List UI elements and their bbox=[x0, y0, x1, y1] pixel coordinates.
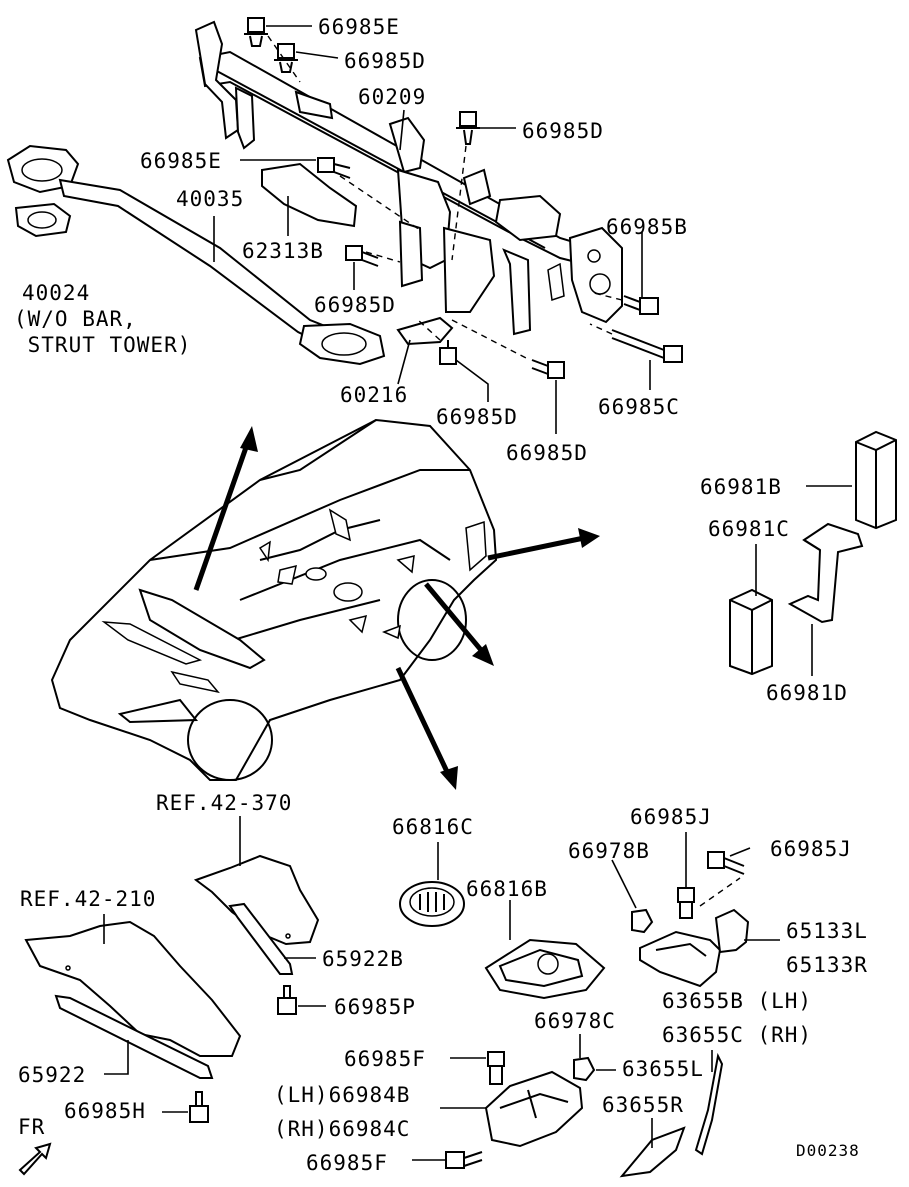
reinforcement-beam-60209 bbox=[194, 20, 623, 336]
label-60216: 60216 bbox=[340, 383, 409, 407]
label-66816C: 66816C bbox=[392, 815, 474, 839]
label-66985B: 66985B bbox=[606, 215, 688, 239]
label-66985D-low2: 66985D bbox=[506, 441, 588, 465]
undercover-ref-42-210 bbox=[24, 920, 242, 1057]
bolt-66985D-low2 bbox=[531, 359, 565, 379]
bolt-66985D-right bbox=[456, 111, 480, 145]
label-63655R: 63655R bbox=[602, 1093, 684, 1117]
bolt-66985J-top bbox=[677, 887, 695, 919]
label-66985J-right: 66985J bbox=[770, 837, 852, 861]
undercover-ref-42-370 bbox=[193, 854, 320, 946]
plug-66816C bbox=[399, 881, 465, 927]
label-40024-note-line2: STRUT TOWER) bbox=[14, 333, 192, 357]
label-66984B: (LH)66984B bbox=[274, 1083, 411, 1107]
brace-65922 bbox=[54, 994, 214, 1079]
label-ref-42-210: REF.42-210 bbox=[20, 887, 157, 911]
nut-66978C bbox=[573, 1056, 596, 1082]
label-65133R: 65133R bbox=[786, 953, 868, 977]
label-front-direction: FR bbox=[18, 1115, 46, 1139]
label-66984C: (RH)66984C bbox=[274, 1117, 411, 1141]
label-65922B: 65922B bbox=[322, 947, 404, 971]
label-66985D-top: 66985D bbox=[344, 49, 426, 73]
plug-66816B bbox=[484, 938, 606, 1000]
label-66985F-bottom: 66985F bbox=[306, 1151, 388, 1175]
car-body-outline bbox=[50, 418, 498, 781]
label-66981B: 66981B bbox=[700, 475, 782, 499]
label-66985H: 66985H bbox=[64, 1099, 146, 1123]
direction-arrows bbox=[193, 426, 600, 790]
bolt-66985F-top bbox=[487, 1051, 505, 1085]
bolt-66985D-top bbox=[274, 43, 298, 73]
bolt-66985B bbox=[623, 295, 659, 315]
bolt-66985E-top bbox=[244, 17, 268, 47]
plate-40024 bbox=[14, 202, 72, 238]
label-65133L: 65133L bbox=[786, 919, 868, 943]
pad-63655 bbox=[619, 1052, 724, 1178]
label-40024-note-line1: (W/O BAR, bbox=[14, 307, 137, 331]
label-60209: 60209 bbox=[358, 85, 427, 109]
brace-65922B bbox=[228, 902, 294, 975]
label-66985P: 66985P bbox=[334, 995, 416, 1019]
bracket-66981D bbox=[787, 522, 864, 624]
mount-66984 bbox=[484, 1070, 584, 1148]
label-66985J-top: 66985J bbox=[630, 805, 712, 829]
label-66981C: 66981C bbox=[708, 517, 790, 541]
bracket-65133 bbox=[639, 908, 750, 988]
bolt-66985D-low1 bbox=[439, 340, 457, 365]
nut-66978B bbox=[631, 908, 654, 934]
pad-66981C bbox=[729, 588, 773, 676]
label-66985E-top: 66985E bbox=[318, 15, 400, 39]
label-65922: 65922 bbox=[18, 1063, 87, 1087]
label-66978B: 66978B bbox=[568, 839, 650, 863]
label-66985E-mid: 66985E bbox=[140, 149, 222, 173]
label-40035: 40035 bbox=[176, 187, 245, 211]
label-66816B: 66816B bbox=[466, 877, 548, 901]
bracket-60216 bbox=[396, 316, 454, 346]
bolt-66985P bbox=[277, 985, 297, 1015]
label-66981D: 66981D bbox=[766, 681, 848, 705]
insulator-62313B bbox=[261, 162, 358, 228]
strut-bar-40035 bbox=[6, 144, 386, 366]
bolt-66985J-right bbox=[707, 851, 745, 875]
bolt-66985F-bottom bbox=[445, 1151, 483, 1169]
label-66985D-right: 66985D bbox=[522, 119, 604, 143]
bolt-66985E-mid bbox=[317, 157, 351, 179]
bolt-66985C bbox=[611, 329, 683, 363]
label-63655B: 63655B (LH) bbox=[662, 989, 813, 1013]
label-ref-42-370: REF.42-370 bbox=[156, 791, 293, 815]
label-66985F-top: 66985F bbox=[344, 1047, 426, 1071]
diagram-id: D00238 bbox=[796, 1141, 860, 1160]
label-66985D-low1: 66985D bbox=[436, 405, 518, 429]
label-66985C: 66985C bbox=[598, 395, 680, 419]
label-40024: 40024 bbox=[22, 281, 91, 305]
label-63655L: 63655L bbox=[622, 1057, 704, 1081]
pad-66981B bbox=[855, 430, 897, 530]
label-66985D-mid: 66985D bbox=[314, 293, 396, 317]
bolt-66985H bbox=[189, 1091, 209, 1123]
label-63655C: 63655C (RH) bbox=[662, 1023, 813, 1047]
front-direction-arrow bbox=[18, 1142, 52, 1176]
bolt-62313B bbox=[345, 245, 379, 267]
label-66978C: 66978C bbox=[534, 1009, 616, 1033]
label-62313B: 62313B bbox=[242, 239, 324, 263]
